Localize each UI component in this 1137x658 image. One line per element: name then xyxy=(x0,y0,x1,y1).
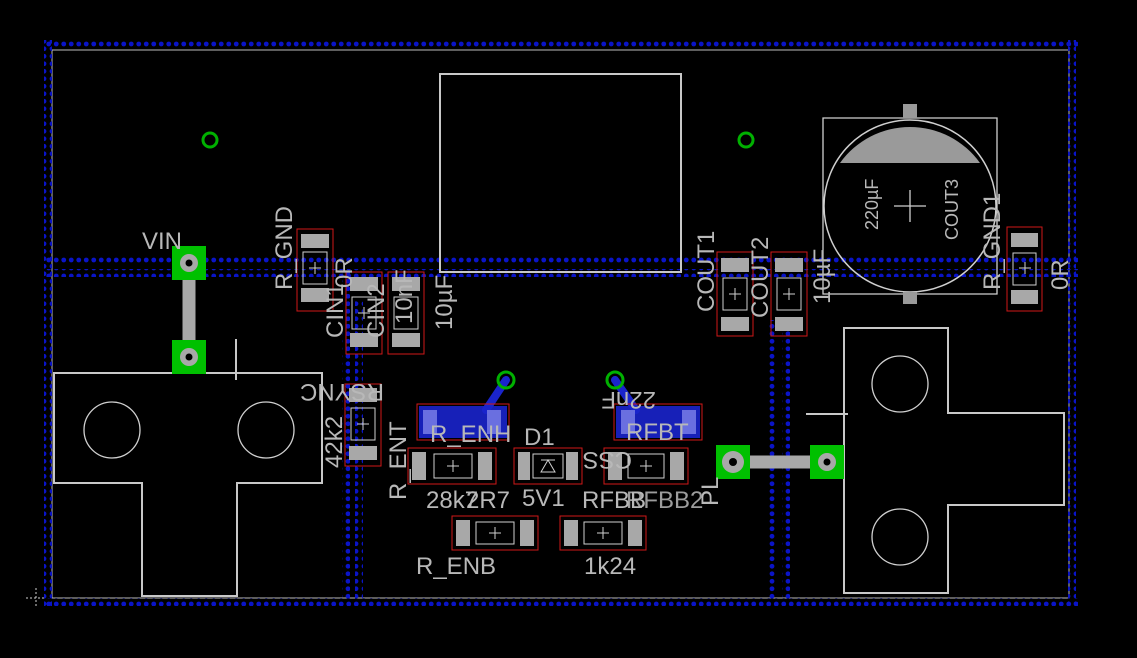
label-d1-value: 5V1 xyxy=(522,485,565,512)
cin1-capacitor[interactable] xyxy=(345,271,383,355)
label-r-enb: R_ENB xyxy=(416,553,496,580)
label-rfbb-value: 1k24 xyxy=(584,553,636,580)
label-cout1: COUT1 xyxy=(693,231,720,312)
label-r-ent-value: 42k2 xyxy=(321,416,348,468)
label-cin1-value: 10µF xyxy=(431,275,458,330)
label-rsync: RSYNC xyxy=(300,378,384,405)
rfbb2-resistor[interactable] xyxy=(559,515,647,551)
label-cin2-value: 10nF xyxy=(391,269,418,324)
label-r-gnd-right-value: 0R xyxy=(1047,259,1074,290)
rsync-bottom-part[interactable] xyxy=(416,370,516,441)
r-gnd-right-resistor[interactable] xyxy=(1006,226,1043,312)
d1-diode[interactable] xyxy=(513,447,583,485)
cout1-capacitor[interactable] xyxy=(716,251,754,337)
label-pl: PL xyxy=(697,477,724,506)
label-r-enh: R_ENH xyxy=(430,421,511,448)
label-r-gnd-left: R_GND xyxy=(271,206,298,290)
label-r-enh-value: 2R7 xyxy=(466,487,510,514)
mount-hole-right xyxy=(737,131,755,149)
label-r-ent: R_ENT xyxy=(385,421,412,500)
css-bottom-part[interactable] xyxy=(605,370,703,441)
rfbb-resistor[interactable] xyxy=(603,447,689,485)
label-cout2-value: 10µF xyxy=(809,249,836,304)
cin2-capacitor[interactable] xyxy=(387,271,425,355)
mount-hole-left xyxy=(201,131,219,149)
output-terminal-block[interactable] xyxy=(806,327,1065,594)
label-r-gnd-left-value: 0R xyxy=(331,257,358,288)
label-cout3-value: 220µF xyxy=(862,179,882,230)
r-enh-resistor[interactable] xyxy=(407,447,497,485)
label-cout2: COUT2 xyxy=(747,237,774,318)
label-rfbt: RFBT xyxy=(626,419,689,446)
origin-crosshair xyxy=(26,588,46,608)
pl-connection[interactable] xyxy=(716,445,844,479)
vin-connection[interactable] xyxy=(172,246,206,374)
cout3-capacitor[interactable] xyxy=(822,104,998,304)
label-rfbb2: RFBB2 xyxy=(626,487,703,514)
label-r-gnd-right: R_GND1 xyxy=(979,193,1006,290)
label-cin1: CIN1 xyxy=(322,283,349,338)
r-ent-resistor[interactable] xyxy=(344,383,382,467)
label-cin2: CIN2 xyxy=(363,283,390,338)
cout2-capacitor[interactable] xyxy=(770,251,808,337)
r-gnd-left-resistor[interactable] xyxy=(296,228,334,312)
label-cout3: COUT3 xyxy=(942,179,962,240)
label-css: CSS xyxy=(583,446,632,473)
label-vin: VIN xyxy=(142,228,182,255)
label-rfbb: RFBB xyxy=(582,487,646,514)
label-d1: D1 xyxy=(524,424,555,451)
inductor-outline xyxy=(439,73,682,273)
r-enb-resistor[interactable] xyxy=(451,515,539,551)
input-terminal-block[interactable] xyxy=(53,339,323,597)
label-css-value: 22nF xyxy=(601,386,656,413)
label-rsync-value: 28k7 xyxy=(426,487,478,514)
